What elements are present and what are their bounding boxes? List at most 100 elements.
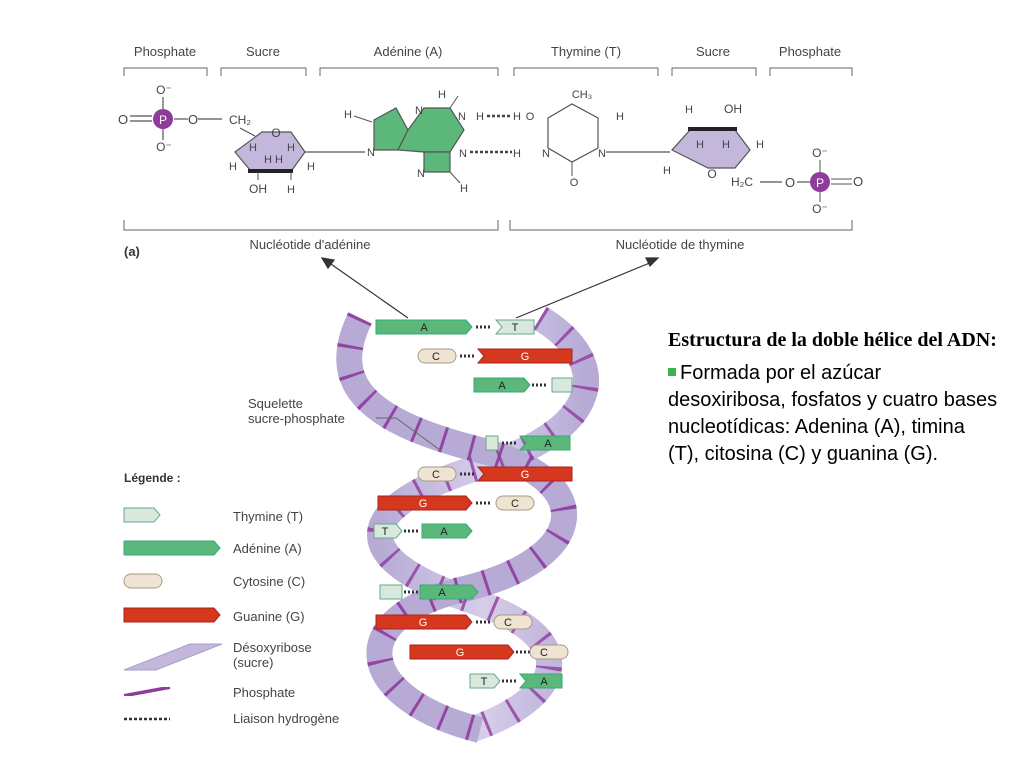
legend-swatch-adenine xyxy=(123,540,221,556)
h-thymine-1: H xyxy=(513,111,521,123)
oh-sugar-right: OH xyxy=(724,102,742,116)
header-thymine: Thymine (T) xyxy=(551,44,621,59)
legend-swatch-desoxyribose xyxy=(123,643,223,671)
backbone-label-leader xyxy=(376,417,441,451)
backbone-label-line1: Squelette xyxy=(248,396,303,411)
o-minus-top-left: O⁻ xyxy=(156,83,172,97)
legend-label-hbond: Liaison hydrogène xyxy=(233,711,339,726)
h-adenine-amine-1: H xyxy=(438,89,446,101)
n-adenine-1: N xyxy=(367,147,375,159)
header-phosphate-left: Phosphate xyxy=(134,44,196,59)
base-label-g: G xyxy=(419,498,428,510)
n-adenine-3: N xyxy=(459,148,467,160)
base-label-a: A xyxy=(438,587,446,599)
o-left: O xyxy=(118,112,128,127)
n-thymine-1: N xyxy=(542,148,550,160)
thymine-nucleotide-label: Nucléotide de thymine xyxy=(616,237,745,252)
sugar-right-molecule: H OH H H H O H H₂C xyxy=(663,102,782,189)
caption-block: Estructura de la doble hélice del ADN: F… xyxy=(668,326,998,468)
chemical-structure-panel: Phosphate Sucre Adénine (A) Thymine (T) … xyxy=(118,44,863,319)
base-pair-9: G C xyxy=(375,614,533,630)
o-minus-top-right: O⁻ xyxy=(812,146,828,160)
h-sugar-r2: H xyxy=(696,139,704,151)
h-sugar-4: H xyxy=(264,154,272,166)
base-label-c: C xyxy=(540,647,548,659)
legend-label-cytosine: Cytosine (C) xyxy=(233,574,305,589)
n-adenine-amine: N xyxy=(458,111,466,123)
n-thymine-2: N xyxy=(598,148,606,160)
backbone-label-line2: sucre-phosphate xyxy=(248,411,345,426)
phosphorus-left: P xyxy=(159,113,167,127)
legend-title: Légende : xyxy=(124,471,181,485)
legend-label-thymine: Thymine (T) xyxy=(233,509,303,524)
h-thymine-2: H xyxy=(616,111,624,123)
o-ring-left: O xyxy=(271,126,280,140)
base-label-g: G xyxy=(456,647,465,659)
base-pair-5: C G xyxy=(417,466,573,482)
bullet-icon xyxy=(668,368,676,376)
base-pairs: A T C G A xyxy=(373,319,573,689)
h-thymine-3: H xyxy=(513,148,521,160)
h-sugar-r4: H xyxy=(663,165,671,177)
sugar-left-molecule: O H H H H H H OH H xyxy=(229,126,365,196)
o-minus-bottom-left: O⁻ xyxy=(156,140,172,154)
base-label-t: T xyxy=(512,322,519,334)
phosphorus-right: P xyxy=(816,176,824,190)
base-pair-10: G C xyxy=(409,644,569,660)
n-adenine-2: N xyxy=(415,105,423,117)
legend-swatch-guanine xyxy=(123,607,221,623)
nucleotide-brackets xyxy=(123,220,853,231)
header-phosphate-right: Phosphate xyxy=(779,44,841,59)
h-sugar-r1: H xyxy=(685,104,693,116)
base-label-g: G xyxy=(419,617,428,629)
base-label-a: A xyxy=(544,438,552,450)
base-label-a: A xyxy=(498,380,506,392)
base-pair-4: A xyxy=(485,435,571,451)
base-label-t: T xyxy=(481,676,488,688)
base-pair-1: A T xyxy=(375,319,535,335)
legend-label-guanine: Guanine (G) xyxy=(233,609,305,624)
base-label-a: A xyxy=(540,676,548,688)
h-sugar-3: H xyxy=(229,161,237,173)
legend-swatch-phosphate xyxy=(123,687,171,696)
h-sugar-r5: H xyxy=(756,139,764,151)
phosphate-left-molecule: O O⁻ O⁻ P O CH₂ xyxy=(118,83,251,154)
backbone-strand-front xyxy=(336,312,578,743)
o-minus-bottom-right: O⁻ xyxy=(812,202,828,216)
o-ring-right: O xyxy=(707,167,716,181)
h-adenine-2: H xyxy=(460,183,468,195)
header-sugar-left: Sucre xyxy=(246,44,280,59)
base-label-c: C xyxy=(504,617,512,629)
legend: Légende : Thymine (T) Adénine (A) Cytosi… xyxy=(123,471,339,726)
o-bridge-right: O xyxy=(785,175,795,190)
h-sugar-r3: H xyxy=(722,139,730,151)
base-pair-7: T A xyxy=(373,523,473,539)
h-adenine-1: H xyxy=(344,109,352,121)
base-guanine xyxy=(476,348,573,364)
n-adenine-4: N xyxy=(417,168,425,180)
base-pair-8: A xyxy=(379,584,479,600)
h-sugar-6: H xyxy=(307,161,315,173)
oh-sugar-left: OH xyxy=(249,182,267,196)
base-thymine xyxy=(494,319,535,335)
caption-title: Estructura de la doble hélice del ADN: xyxy=(668,329,997,351)
base-label-g: G xyxy=(521,469,530,481)
h-sugar-7: H xyxy=(287,184,295,196)
o-right: O xyxy=(853,174,863,189)
pointer-arrows xyxy=(320,257,660,319)
base-label-a: A xyxy=(420,322,428,334)
ch2-left: CH₂ xyxy=(229,113,251,127)
o-thymine-1: O xyxy=(526,111,535,123)
legend-label-adenine: Adénine (A) xyxy=(233,541,302,556)
base-label-c: C xyxy=(432,351,440,363)
base-label-a: A xyxy=(440,526,448,538)
base-label-g: G xyxy=(521,351,530,363)
base-pair-3: A xyxy=(473,377,573,393)
base-label-c: C xyxy=(432,469,440,481)
thymine-molecule: H O CH₃ H N H N O xyxy=(513,89,670,189)
h-sugar-2: H xyxy=(287,142,295,154)
header-sugar-right: Sucre xyxy=(696,44,730,59)
base-pair-6: G C xyxy=(377,495,535,511)
adenine-molecule: H N N N N N H H H xyxy=(344,89,512,195)
